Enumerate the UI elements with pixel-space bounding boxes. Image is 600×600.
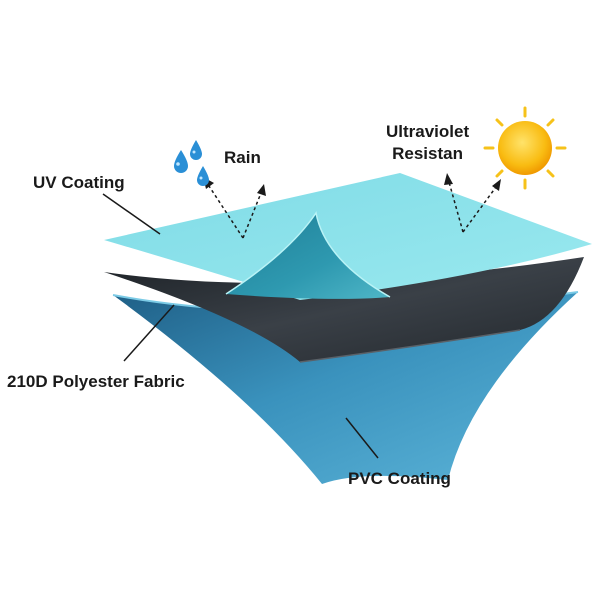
rain-arrow-right bbox=[242, 192, 262, 239]
ultraviolet-label-line2: Resistan bbox=[392, 144, 463, 163]
uv-coating-leader bbox=[102, 193, 161, 235]
rain-arrow-left bbox=[208, 185, 244, 239]
uv-coating-label: UV Coating bbox=[33, 173, 125, 192]
ultraviolet-label-line1: Ultraviolet bbox=[386, 122, 470, 141]
pvc-leader bbox=[345, 417, 379, 459]
ultraviolet-label: Ultraviolet Resistan bbox=[386, 121, 469, 165]
uv-arrow-left-head bbox=[444, 173, 453, 185]
polyester-leader bbox=[123, 304, 175, 362]
polyester-fabric-layer bbox=[104, 257, 584, 362]
polyester-fabric-label: 210D Polyester Fabric bbox=[7, 372, 185, 391]
uv-layer-curl bbox=[226, 213, 390, 299]
rain-label: Rain bbox=[224, 148, 261, 167]
pvc-coating-label: PVC Coating bbox=[348, 469, 451, 488]
uv-curl-edge bbox=[225, 211, 391, 298]
uv-coating-layer bbox=[104, 173, 592, 300]
pvc-coating-layer bbox=[113, 292, 578, 484]
water-drops-icon bbox=[174, 140, 209, 186]
rain-arrow-right-head bbox=[257, 184, 266, 196]
uv-arrow-left bbox=[448, 181, 464, 233]
sun-icon bbox=[483, 106, 567, 190]
uv-arrow-right-head bbox=[492, 179, 501, 191]
polyester-edge-highlight bbox=[299, 329, 521, 363]
